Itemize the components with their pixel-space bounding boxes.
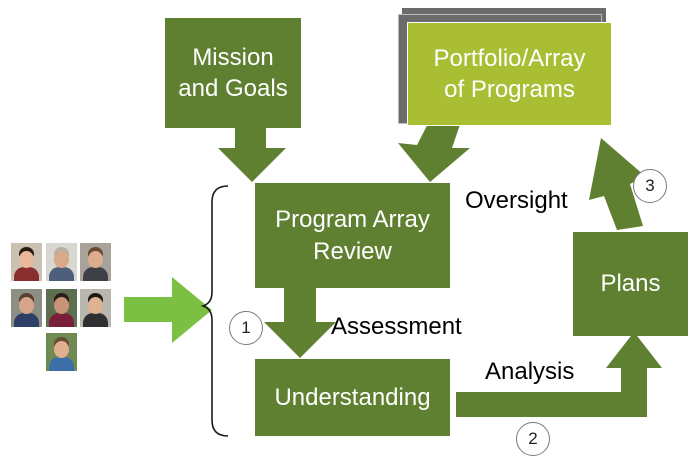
review-box: Program Array Review [255, 183, 450, 288]
person-shirt [49, 357, 74, 371]
person-face [88, 251, 103, 268]
person-shirt [83, 313, 108, 327]
person-photo [11, 289, 42, 327]
person-photo [46, 243, 77, 281]
person-shirt [14, 313, 39, 327]
person-face [54, 251, 69, 268]
person-photo [46, 333, 77, 371]
arrow-portfolio-to-review [398, 110, 470, 182]
assessment-label: Assessment [331, 313, 462, 340]
arrow-review-to-understanding [264, 288, 336, 358]
portfolio-label: Portfolio/Array of Programs [433, 44, 586, 103]
step-3-badge: 3 [633, 169, 667, 203]
person-face [54, 341, 69, 358]
person-face [19, 297, 34, 314]
mission-box: Mission and Goals [165, 18, 301, 128]
person-face [54, 297, 69, 314]
brace [200, 185, 229, 437]
step-1-badge: 1 [229, 311, 263, 345]
understanding-box: Understanding [255, 359, 450, 436]
person-shirt [49, 313, 74, 327]
step-2-badge: 2 [516, 422, 550, 456]
arrow-plans-to-portfolio [589, 138, 645, 230]
portfolio-box: Portfolio/Array of Programs [407, 22, 612, 126]
arrow-mission-to-review [218, 128, 286, 182]
person-photo [80, 243, 111, 281]
understanding-label: Understanding [274, 383, 431, 411]
person-photo [46, 289, 77, 327]
plans-label: Plans [600, 270, 661, 298]
arrow-understanding-to-plans [456, 332, 662, 417]
entry-arrow [124, 277, 212, 343]
person-face [19, 251, 34, 268]
person-shirt [14, 267, 39, 281]
mission-label: Mission and Goals [178, 43, 288, 102]
person-shirt [49, 267, 74, 281]
person-shirt [83, 267, 108, 281]
oversight-label: Oversight [465, 187, 568, 214]
person-face [88, 297, 103, 314]
plans-box: Plans [573, 232, 688, 336]
person-photo [11, 243, 42, 281]
analysis-label: Analysis [485, 358, 575, 385]
person-photo [80, 289, 111, 327]
review-label: Program Array Review [275, 206, 430, 265]
